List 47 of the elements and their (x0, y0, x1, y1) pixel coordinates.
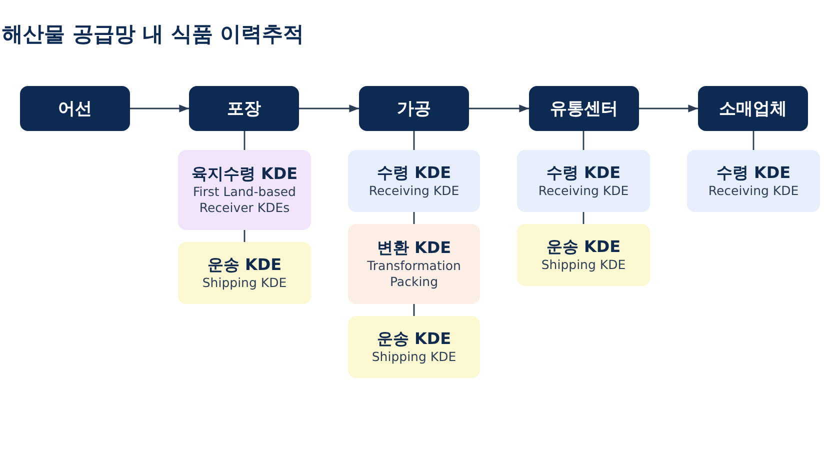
kde-title: 수령 KDE (716, 163, 791, 183)
connector-line (244, 131, 246, 150)
stage-label: 가공 (397, 98, 431, 120)
connector-line (244, 230, 246, 242)
kde-card (517, 150, 650, 212)
title: 해산물 공급망 내 식품 이력추적 (2, 21, 304, 48)
kde-subtitle: Transformation Packing (366, 258, 462, 290)
arrow (469, 104, 529, 112)
connector-line (582, 212, 584, 224)
stage-box (20, 86, 130, 131)
arrow (299, 104, 359, 112)
connector-line (413, 212, 415, 224)
connector-line (582, 131, 584, 150)
connector-line (413, 131, 415, 150)
stage-label: 유통센터 (550, 98, 618, 120)
kde-subtitle: Shipping KDE (201, 275, 288, 291)
arrow (130, 104, 189, 112)
kde-card (178, 150, 311, 230)
kde-title: 수령 KDE (546, 163, 621, 183)
stage-label: 어선 (58, 98, 92, 120)
kde-subtitle: Receiving KDE (368, 183, 460, 199)
kde-card (348, 316, 480, 378)
kde-subtitle: Receiving KDE (707, 183, 800, 199)
kde-subtitle: Shipping KDE (370, 349, 458, 365)
kde-card (348, 224, 480, 304)
kde-title: 수령 KDE (376, 163, 452, 183)
arrow (639, 104, 698, 112)
kde-card (178, 242, 311, 304)
kde-card (517, 224, 650, 286)
kde-title: 운송 KDE (207, 255, 282, 275)
kde-subtitle: Shipping KDE (540, 257, 627, 273)
stage-box (189, 86, 299, 131)
kde-title: 변환 KDE (376, 238, 452, 258)
kde-title: 운송 KDE (376, 329, 452, 349)
connector-line (413, 304, 415, 316)
kde-subtitle: First Land-based Receiver KDEs (192, 184, 297, 216)
kde-title: 육지수령 KDE (191, 164, 298, 184)
connector-line (752, 131, 754, 150)
kde-title: 운송 KDE (546, 237, 621, 257)
stage-label: 소매업체 (719, 98, 787, 120)
stage-box (359, 86, 469, 131)
kde-card (687, 150, 820, 212)
stage-box (529, 86, 639, 131)
kde-subtitle: Receiving KDE (537, 183, 630, 199)
stage-label: 포장 (227, 98, 261, 120)
kde-card (348, 150, 480, 212)
stage-box (698, 86, 808, 131)
